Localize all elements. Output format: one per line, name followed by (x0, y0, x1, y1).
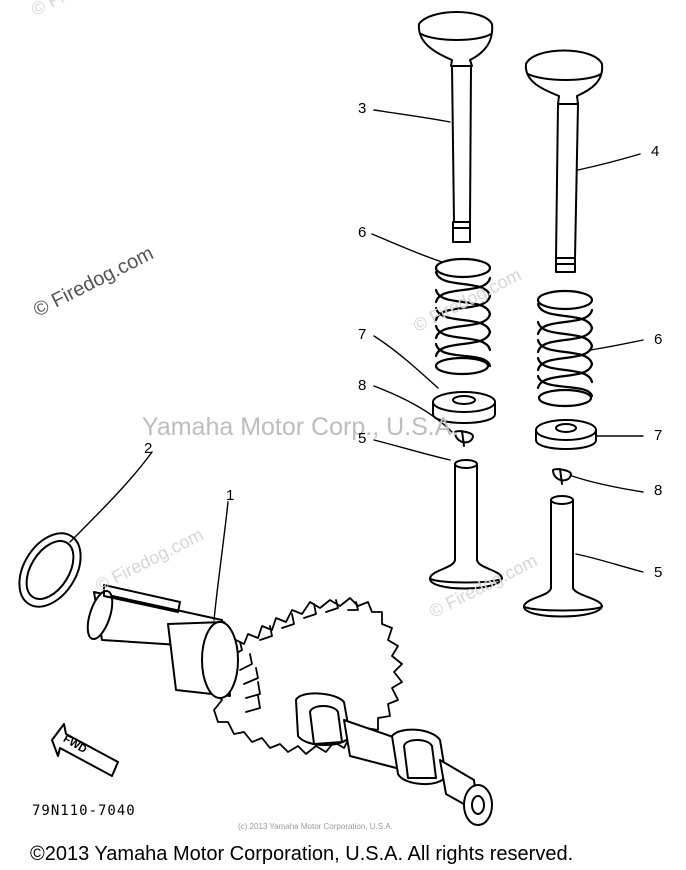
callout-8-left: 8 (358, 377, 367, 394)
keeper-left-part-8 (454, 430, 474, 447)
seal-ring-part-2 (18, 532, 82, 608)
retainer-right-part-7 (535, 419, 597, 450)
callout-1: 1 (226, 487, 235, 504)
callout-6-left: 6 (358, 224, 367, 241)
copyright-footer: ©2013 Yamaha Motor Corporation, U.S.A. A… (30, 843, 574, 865)
callout-5-left: 5 (358, 430, 367, 447)
valve-lower-left-part-5 (429, 459, 503, 590)
callout-7-right: 7 (654, 427, 663, 444)
callout-4: 4 (651, 143, 660, 160)
callout-3: 3 (358, 100, 367, 117)
spring-left-part-6 (434, 257, 492, 376)
callout-2: 2 (144, 440, 153, 457)
yamaha-watermark: Yamaha Motor Corp., U.S.A. (142, 413, 459, 441)
retainer-left-part-7 (432, 391, 496, 424)
keeper-right-part-8 (552, 468, 572, 485)
callout-6-right: 6 (654, 331, 663, 348)
valve-part-4 (524, 49, 604, 273)
diagram-part-number: 79N110-7040 (32, 803, 136, 819)
callout-8-right: 8 (654, 482, 663, 499)
leader-lines (69, 109, 644, 621)
valve-lower-right-part-5 (523, 495, 603, 618)
callout-5-right: 5 (654, 564, 663, 581)
fwd-arrow (51, 723, 119, 777)
camshaft-gear-part-1 (86, 584, 493, 826)
small-copyright: (c) 2013 Yamaha Motor Corporation, U.S.A… (238, 822, 393, 831)
spring-right-part-6 (536, 289, 594, 408)
valve-part-3 (417, 11, 494, 243)
callout-7-left: 7 (358, 326, 367, 343)
